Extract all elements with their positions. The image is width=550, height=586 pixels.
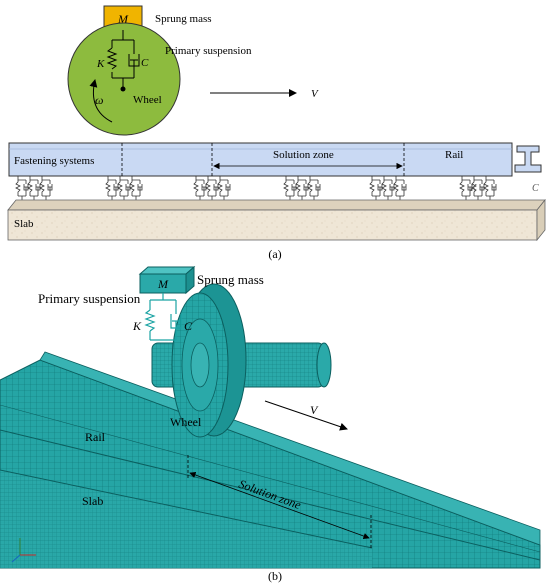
fastener-unit <box>217 176 231 200</box>
fastener-unit <box>459 176 473 200</box>
fastener-unit <box>471 176 485 200</box>
fastener-unit <box>15 176 29 200</box>
solution-zone-arrow-b <box>189 471 370 540</box>
rail-label: Rail <box>445 149 463 161</box>
fastener-unit <box>193 176 207 200</box>
fastener-unit <box>105 176 119 200</box>
slab-label: Slab <box>14 218 34 230</box>
rail-beam <box>8 142 513 177</box>
fastener-unit <box>307 176 321 200</box>
rail-label-b: Rail <box>85 430 106 444</box>
damper-symbol-b: C <box>184 319 193 333</box>
fastening-systems <box>15 176 497 200</box>
caption-a: (a) <box>268 247 281 261</box>
sprung-mass-3d <box>138 265 196 295</box>
primary-suspension-label-b: Primary suspension <box>38 291 141 306</box>
panel-b: Solution zone Rail Slab Wheel M Sprung m… <box>0 265 541 583</box>
fastener-unit <box>483 176 497 200</box>
omega-symbol: ω <box>95 93 103 107</box>
velocity-symbol: V <box>311 88 319 100</box>
fastener-unit <box>369 176 383 200</box>
fastener-k-symbol: K <box>469 183 478 194</box>
caption-b: (b) <box>268 569 282 583</box>
wheel-label: Wheel <box>133 94 162 106</box>
primary-suspension-b <box>144 293 182 341</box>
slab <box>7 198 546 242</box>
velocity-symbol-b: V <box>310 403 319 417</box>
fastener-c-symbol: C <box>532 183 539 194</box>
fastener-unit <box>129 176 143 200</box>
fastener-unit <box>205 176 219 200</box>
fastener-unit <box>393 176 407 200</box>
axis-triad-icon <box>11 538 36 563</box>
slab-side-mesh <box>0 470 372 568</box>
primary-suspension-label: Primary suspension <box>165 45 252 57</box>
mass-symbol-b: M <box>157 277 169 291</box>
fastener-unit <box>39 176 53 200</box>
primary-suspension <box>106 30 140 88</box>
fastener-unit <box>381 176 395 200</box>
velocity-arrow-b <box>264 400 348 431</box>
spring-symbol: K <box>96 58 105 70</box>
slab-label-b: Slab <box>82 494 103 508</box>
mass-symbol: M <box>117 12 129 26</box>
fastening-label: Fastening systems <box>14 155 94 167</box>
rail-profile-icon <box>514 145 542 173</box>
wheel-label-b: Wheel <box>170 415 202 429</box>
damper-symbol: C <box>141 57 149 69</box>
sprung-mass-label: Sprung mass <box>155 13 212 25</box>
panel-a: M Sprung mass K C Primary suspension Whe… <box>7 5 546 261</box>
spring-symbol-b: K <box>132 319 142 333</box>
fastener-unit <box>117 176 131 200</box>
rail-top-surface <box>39 351 541 546</box>
wheel-3d <box>171 283 247 438</box>
solution-zone-label: Solution zone <box>273 149 334 161</box>
sprung-mass-label-b: Sprung mass <box>197 272 264 287</box>
fastener-unit <box>283 176 297 200</box>
rotation-arrow <box>89 79 113 123</box>
fastener-unit <box>295 176 309 200</box>
wheel-hub <box>120 86 126 92</box>
fastener-unit <box>27 176 41 200</box>
